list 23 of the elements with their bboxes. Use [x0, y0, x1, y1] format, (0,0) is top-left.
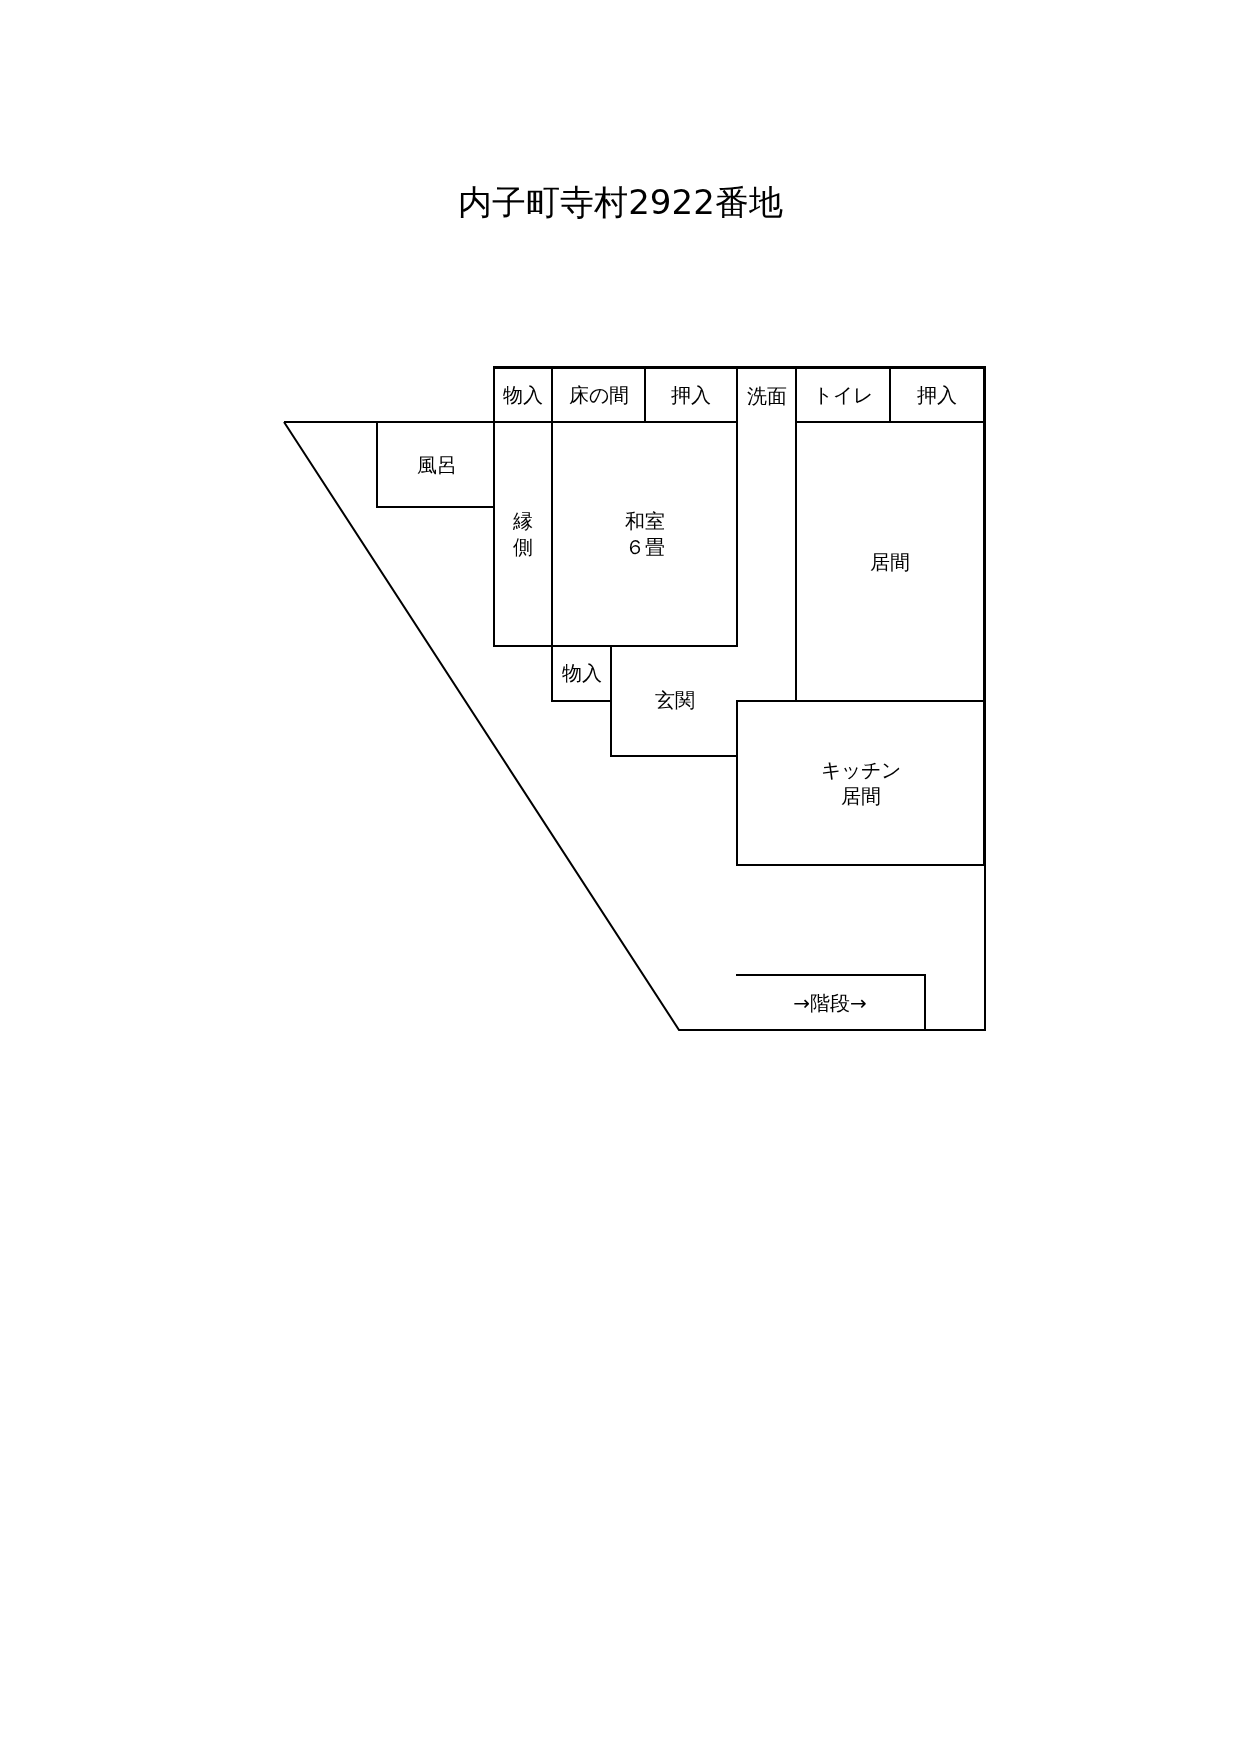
room-label: 物入 [561, 659, 602, 686]
room-label: トイレ [813, 382, 873, 408]
room-label: 和室６畳 [623, 508, 666, 560]
room-box [493, 367, 553, 423]
room-label: →階段→ [793, 990, 867, 1016]
room-label: 物入 [503, 382, 543, 408]
room-label: 床の間 [568, 382, 629, 408]
room-label: 洗面 [746, 383, 787, 409]
room-label: 玄関 [655, 687, 695, 713]
room-box [376, 421, 495, 508]
room-box [736, 974, 926, 1030]
room-box [736, 700, 985, 866]
room-label: 縁側 [513, 508, 533, 560]
room-box [795, 421, 985, 702]
room-label: キッチン居間 [819, 757, 902, 809]
room-label: 押入 [917, 382, 957, 408]
room-box [493, 421, 553, 647]
plan-title: 内子町寺村2922番地 [457, 181, 784, 224]
room-label: 風呂 [416, 451, 457, 478]
room-label: 押入 [671, 382, 711, 408]
room-label: 居間 [870, 548, 910, 575]
room-box [551, 645, 612, 702]
room-box [889, 367, 985, 423]
